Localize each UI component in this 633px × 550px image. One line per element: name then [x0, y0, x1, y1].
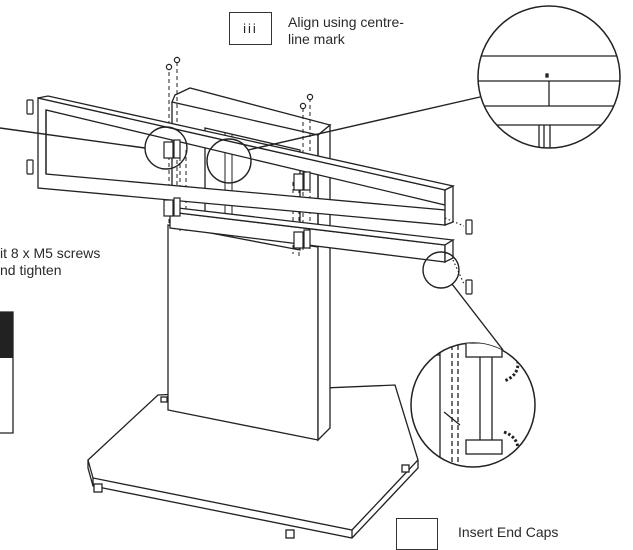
- callout-end-caps: [422, 251, 460, 289]
- step-number-box: iii: [229, 12, 272, 45]
- detail-end-caps: [410, 342, 536, 468]
- cropped-panel: [0, 311, 14, 434]
- caster-front-left: [93, 483, 103, 493]
- align-instruction: Align using centre- line mark: [288, 14, 404, 48]
- screw-instruction: it 8 x M5 screws nd tighten: [0, 245, 100, 279]
- callout-centreline: [206, 138, 252, 184]
- caster-back-left: [160, 396, 168, 403]
- mount-brackets: [163, 139, 311, 249]
- detail-centreline: [477, 5, 621, 149]
- step-number: iii: [243, 21, 258, 36]
- end-caps-step-box: [396, 518, 438, 550]
- caster-front-right: [285, 529, 295, 539]
- screw-instruction-line1: it 8 x M5 screws: [0, 245, 101, 261]
- screw-instruction-line2: nd tighten: [0, 262, 62, 278]
- m5-screws: [165, 56, 314, 110]
- caster-back-right: [401, 464, 410, 473]
- leader-lines: [0, 96, 504, 351]
- end-caps-left: [26, 99, 34, 175]
- end-caps-instruction: Insert End Caps: [458, 524, 559, 540]
- stand-base: [87, 384, 419, 539]
- align-instruction-line2: line mark: [288, 31, 345, 47]
- align-instruction-line1: Align using centre-: [288, 14, 404, 30]
